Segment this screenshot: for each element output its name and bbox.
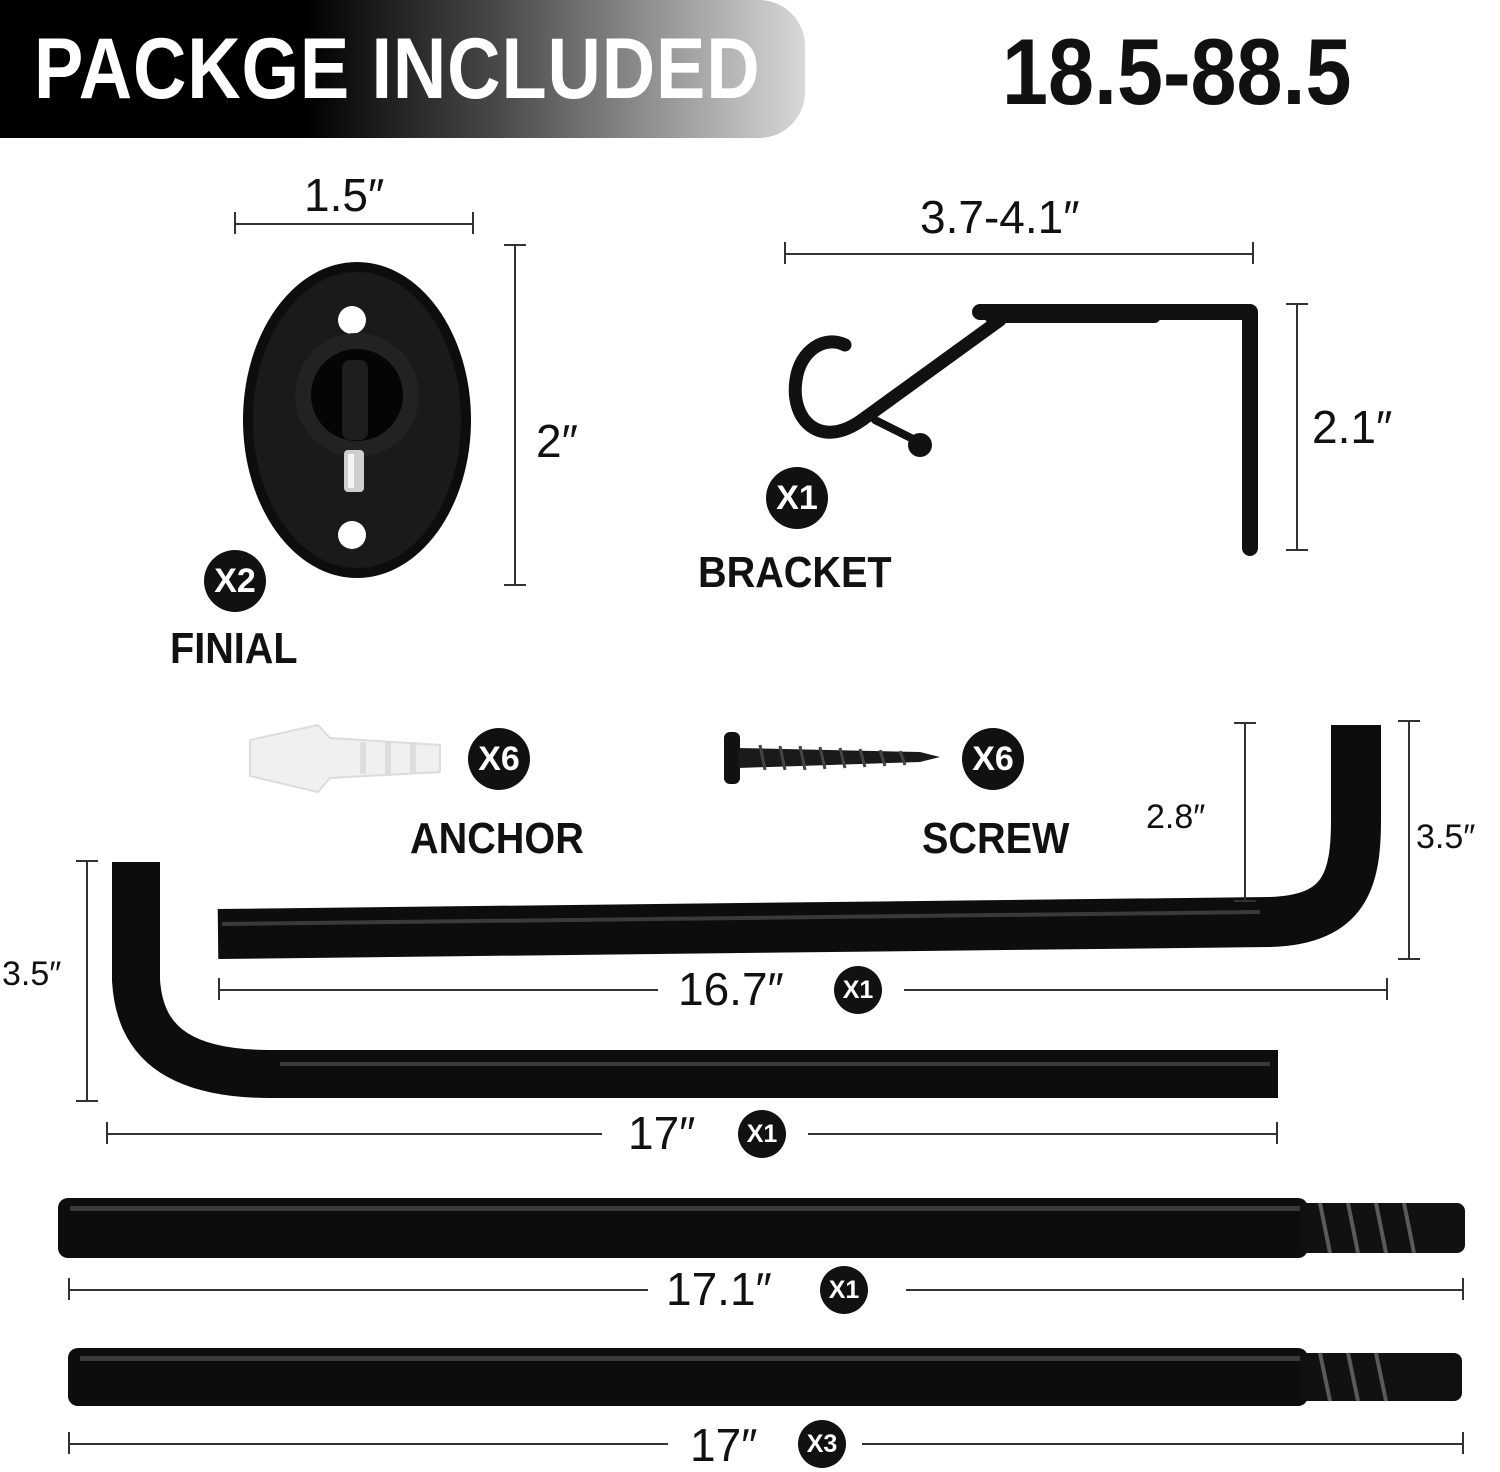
rod2-length-tick-left <box>106 1122 108 1144</box>
rod1-qty-badge: X1 <box>834 966 882 1014</box>
rod3-length-tick-left <box>68 1278 70 1300</box>
rod2-height-tick-bottom <box>76 1100 98 1102</box>
rod4-length-line-right <box>862 1443 1464 1445</box>
bracket-height-line <box>1296 303 1298 551</box>
rod1-length-label: 16.7″ <box>678 963 784 1015</box>
rod1-length-tick-right <box>1386 978 1388 1000</box>
rod4-length-tick-right <box>1462 1432 1464 1454</box>
rod1-length-tick-left <box>218 978 220 1000</box>
screw-qty-badge: X6 <box>962 728 1024 790</box>
finial-width-label: 1.5″ <box>304 169 385 221</box>
rod1-length-line-right <box>904 989 1388 991</box>
rod1-height-tick-bottom <box>1398 958 1420 960</box>
rod2-length-line-right <box>808 1133 1278 1135</box>
rod1-short-height-line <box>1244 722 1246 902</box>
rod1-short-height-tick-bottom <box>1234 900 1256 902</box>
rod2-height-line <box>86 860 88 1102</box>
anchor-qty-badge: X6 <box>468 728 530 790</box>
anchor-name: ANCHOR <box>410 814 584 863</box>
finial-height-label: 2″ <box>536 415 578 467</box>
finial-height-line <box>514 244 516 586</box>
bracket-width-tick-left <box>784 242 786 264</box>
rod3-length-tick-right <box>1462 1278 1464 1300</box>
bracket-width-label: 3.7-4.1″ <box>920 191 1080 243</box>
rod2-height-tick-top <box>76 860 98 862</box>
bracket-height-label: 2.1″ <box>1312 401 1393 453</box>
rod1-height-label: 3.5″ <box>1416 818 1476 856</box>
bracket-width-line <box>784 253 1254 255</box>
finial-qty-badge: X2 <box>204 550 266 612</box>
finial-height-tick-top <box>504 244 526 246</box>
rod3-length-line-left <box>68 1289 648 1291</box>
rod2-qty-badge: X1 <box>738 1110 786 1158</box>
bracket-qty-badge: X1 <box>766 467 828 529</box>
bracket-image <box>788 304 1258 556</box>
rod2-length-line-left <box>106 1133 602 1135</box>
rod1-length-line-left <box>218 989 658 991</box>
finial-image <box>243 262 471 578</box>
bracket-height-tick-top <box>1286 303 1308 305</box>
finial-width-tick-left <box>234 212 236 234</box>
screw-name: SCREW <box>922 814 1070 863</box>
header-title: PACKGE INCLUDED <box>34 21 761 117</box>
bracket-width-tick-right <box>1252 242 1254 264</box>
rod-17-x3-image <box>68 1348 1462 1406</box>
rod-17-1-image <box>58 1198 1465 1258</box>
rod-16-7-image <box>217 725 1381 959</box>
rod3-qty-badge: X1 <box>820 1266 868 1314</box>
rod3-length-line-right <box>906 1289 1464 1291</box>
rod3-length-label: 17.1″ <box>666 1263 772 1315</box>
finial-height-tick-bottom <box>504 584 526 586</box>
length-range: 18.5-88.5 <box>1002 19 1352 124</box>
bracket-height-tick-bottom <box>1286 549 1308 551</box>
anchor-image <box>249 723 441 794</box>
screw-image <box>724 732 940 784</box>
rod2-length-label: 17″ <box>628 1107 696 1159</box>
rod4-length-tick-left <box>68 1432 70 1454</box>
rod4-qty-badge: X3 <box>798 1420 846 1468</box>
finial-name: FINIAL <box>170 624 298 673</box>
finial-width-tick-right <box>472 212 474 234</box>
rod1-height-tick-top <box>1398 720 1420 722</box>
rod4-length-line-left <box>68 1443 668 1445</box>
rod1-short-height-tick-top <box>1234 722 1256 724</box>
rod4-length-label: 17″ <box>690 1419 758 1471</box>
rod2-height-label: 3.5″ <box>2 955 62 993</box>
rod1-height-line <box>1408 720 1410 960</box>
header-banner <box>0 0 805 138</box>
finial-width-line <box>234 223 474 225</box>
rod1-short-height-label: 2.8″ <box>1146 798 1206 836</box>
rod-17-image <box>112 862 1278 1098</box>
rod2-length-tick-right <box>1276 1122 1278 1144</box>
bracket-name: BRACKET <box>698 548 892 597</box>
